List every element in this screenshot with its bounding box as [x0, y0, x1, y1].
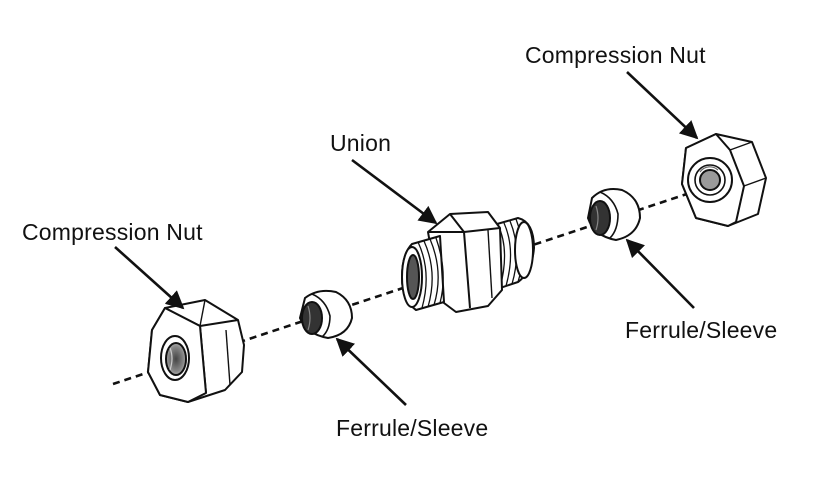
- label-compression-nut-left: Compression Nut: [22, 219, 203, 245]
- arrow-to-right-nut: [626, 71, 699, 140]
- right-compression-nut: [681, 133, 767, 227]
- label-ferrule-right: Ferrule/Sleeve: [625, 317, 778, 343]
- arrow-to-left-nut: [114, 246, 185, 310]
- arrow-to-union: [351, 158, 438, 225]
- right-ferrule: [586, 188, 642, 242]
- union-fitting: [401, 211, 535, 313]
- left-compression-nut: [147, 299, 245, 403]
- leader-arrows: [114, 71, 699, 406]
- label-ferrule-left: Ferrule/Sleeve: [336, 415, 489, 441]
- arrow-to-left-ferrule: [335, 337, 407, 406]
- label-union: Union: [330, 130, 392, 156]
- arrow-to-right-ferrule: [625, 238, 695, 309]
- left-ferrule: [298, 289, 354, 340]
- label-compression-nut-right: Compression Nut: [525, 42, 706, 68]
